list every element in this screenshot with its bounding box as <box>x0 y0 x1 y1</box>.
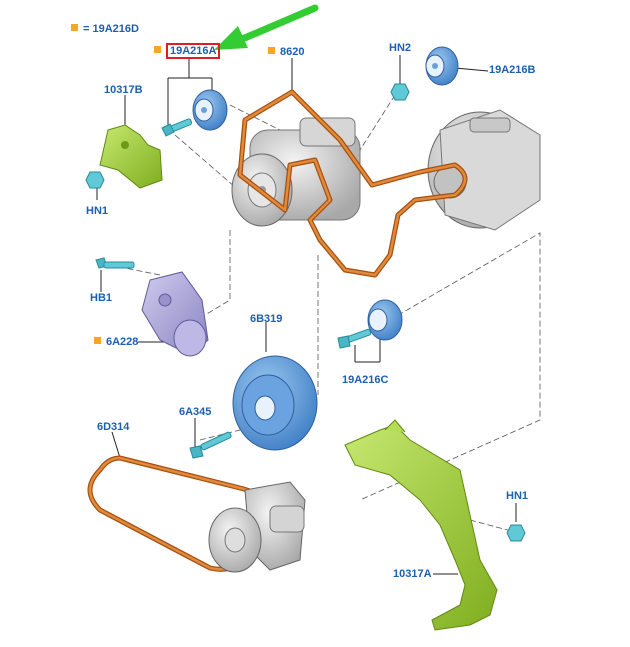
callout-19a216b[interactable]: 19A216B <box>489 64 536 76</box>
marker-square-icon <box>71 24 78 31</box>
power-steering-pump <box>208 481 306 573</box>
marker-square-icon <box>268 47 275 54</box>
legend-equals: = <box>83 23 90 35</box>
callout-6d314[interactable]: 6D314 <box>97 421 130 433</box>
guide-lines <box>109 94 541 533</box>
idler-pulley-top <box>192 89 228 131</box>
callout-8620[interactable]: 8620 <box>268 46 304 59</box>
nut-hn1-top <box>85 171 105 189</box>
bracket-10317b <box>99 124 163 189</box>
main-drive-belt <box>237 89 468 278</box>
callout-text: 8620 <box>280 46 305 58</box>
callout-hb1[interactable]: HB1 <box>90 292 113 304</box>
bolt-hb1 <box>95 257 135 269</box>
callout-hn1-top[interactable]: HN1 <box>86 205 109 217</box>
idler-pulley-right <box>425 46 459 86</box>
bolt-6a345 <box>189 431 232 459</box>
idler-pulley-lower <box>367 299 403 341</box>
callout-10317a[interactable]: 10317A <box>393 568 432 580</box>
bracket-10317a <box>344 419 498 631</box>
callout-6a345[interactable]: 6A345 <box>179 406 212 418</box>
legend-code: 19A216D <box>92 23 139 35</box>
callout-10317b[interactable]: 10317B <box>104 84 143 96</box>
crankshaft-pulley <box>232 355 318 451</box>
belt-tensioner <box>141 271 209 357</box>
callout-text: 6A228 <box>106 336 139 348</box>
callout-hn1-bottom[interactable]: HN1 <box>506 490 529 502</box>
bolt-idler-lower <box>337 328 372 349</box>
bolt-idler-top <box>161 118 193 137</box>
alternator <box>427 109 541 231</box>
green-arrow-icon <box>214 4 319 50</box>
callout-6b319[interactable]: 6B319 <box>250 313 283 325</box>
marker-square-icon <box>94 337 101 344</box>
leader-lines <box>96 55 517 575</box>
ac-compressor <box>231 117 361 227</box>
callout-19a216a[interactable]: 19A216A <box>154 43 221 59</box>
nut-hn1-bottom <box>506 524 526 542</box>
highlight-box: 19A216A <box>166 43 221 59</box>
legend: = 19A216D <box>71 23 139 35</box>
callout-6a228[interactable]: 6A228 <box>94 336 138 349</box>
nut-hn2 <box>390 83 410 101</box>
marker-square-icon <box>154 46 161 53</box>
callout-19a216c[interactable]: 19A216C <box>342 374 389 386</box>
callout-hn2[interactable]: HN2 <box>389 42 412 54</box>
